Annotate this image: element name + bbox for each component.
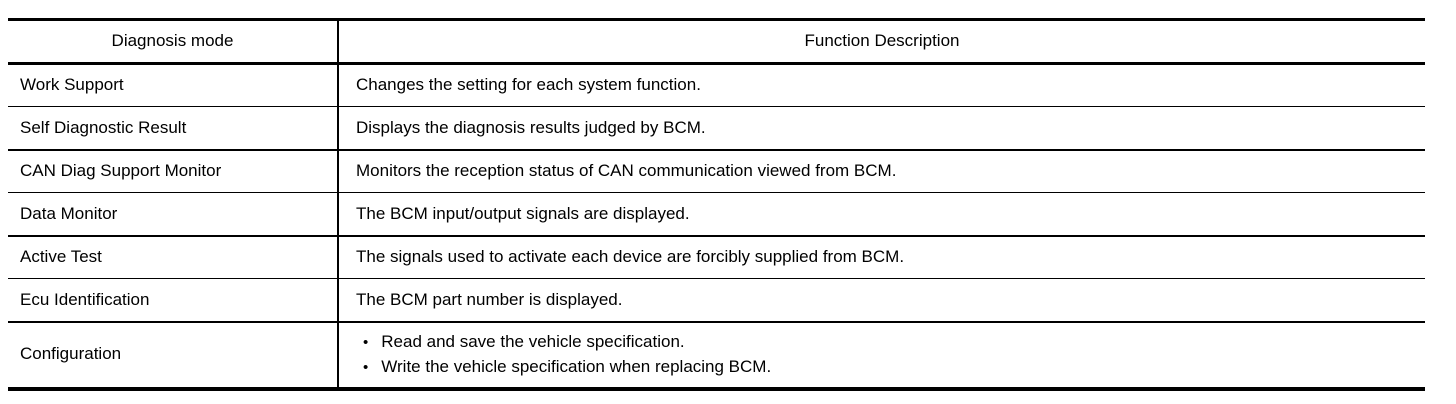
function-description-cell: The signals used to activate each device…: [338, 235, 1425, 279]
table-row: Work Support Changes the setting for eac…: [8, 63, 1425, 107]
table-row: CAN Diag Support Monitor Monitors the re…: [8, 149, 1425, 193]
bullet-text: Write the vehicle specification when rep…: [381, 356, 772, 376]
table-row: Active Test The signals used to activate…: [8, 235, 1425, 279]
function-description-cell: Changes the setting for each system func…: [338, 63, 1425, 107]
function-description-cell: The BCM input/output signals are display…: [338, 192, 1425, 237]
table-row: Ecu Identification The BCM part number i…: [8, 278, 1425, 323]
diagnosis-mode-cell: Self Diagnostic Result: [8, 106, 339, 151]
function-description-cell: Monitors the reception status of CAN com…: [338, 149, 1425, 193]
bullet-icon: •: [363, 333, 369, 351]
bullet-text: Read and save the vehicle specification.: [381, 331, 685, 351]
diagnosis-mode-cell: Configuration: [8, 321, 339, 391]
diagnosis-mode-cell: Ecu Identification: [8, 278, 339, 323]
function-description-cell: • Read and save the vehicle specification…: [338, 321, 1425, 391]
function-description-cell: Displays the diagnosis results judged by…: [338, 106, 1425, 151]
table-row: Configuration • Read and save the vehicle…: [8, 321, 1425, 391]
bullet-line: • Read and save the vehicle specification…: [356, 330, 1425, 355]
function-description-column-header: Function Description: [338, 18, 1425, 65]
table-header-row: Diagnosis mode Function Description: [8, 18, 1425, 65]
diagnosis-mode-cell: CAN Diag Support Monitor: [8, 149, 339, 193]
bullet-icon: •: [363, 358, 369, 376]
table-body: Work Support Changes the setting for eac…: [8, 63, 1425, 391]
diagnosis-mode-column-header: Diagnosis mode: [8, 18, 339, 65]
diagnosis-mode-table: Diagnosis mode Function Description Work…: [8, 18, 1425, 391]
function-description-cell: The BCM part number is displayed.: [338, 278, 1425, 323]
table-row: Data Monitor The BCM input/output signal…: [8, 192, 1425, 237]
diagnosis-mode-cell: Active Test: [8, 235, 339, 279]
diagnosis-mode-cell: Work Support: [8, 63, 339, 107]
diagnosis-mode-cell: Data Monitor: [8, 192, 339, 237]
table-row: Self Diagnostic Result Displays the diag…: [8, 106, 1425, 151]
bullet-line: • Write the vehicle specification when re…: [356, 355, 1425, 380]
